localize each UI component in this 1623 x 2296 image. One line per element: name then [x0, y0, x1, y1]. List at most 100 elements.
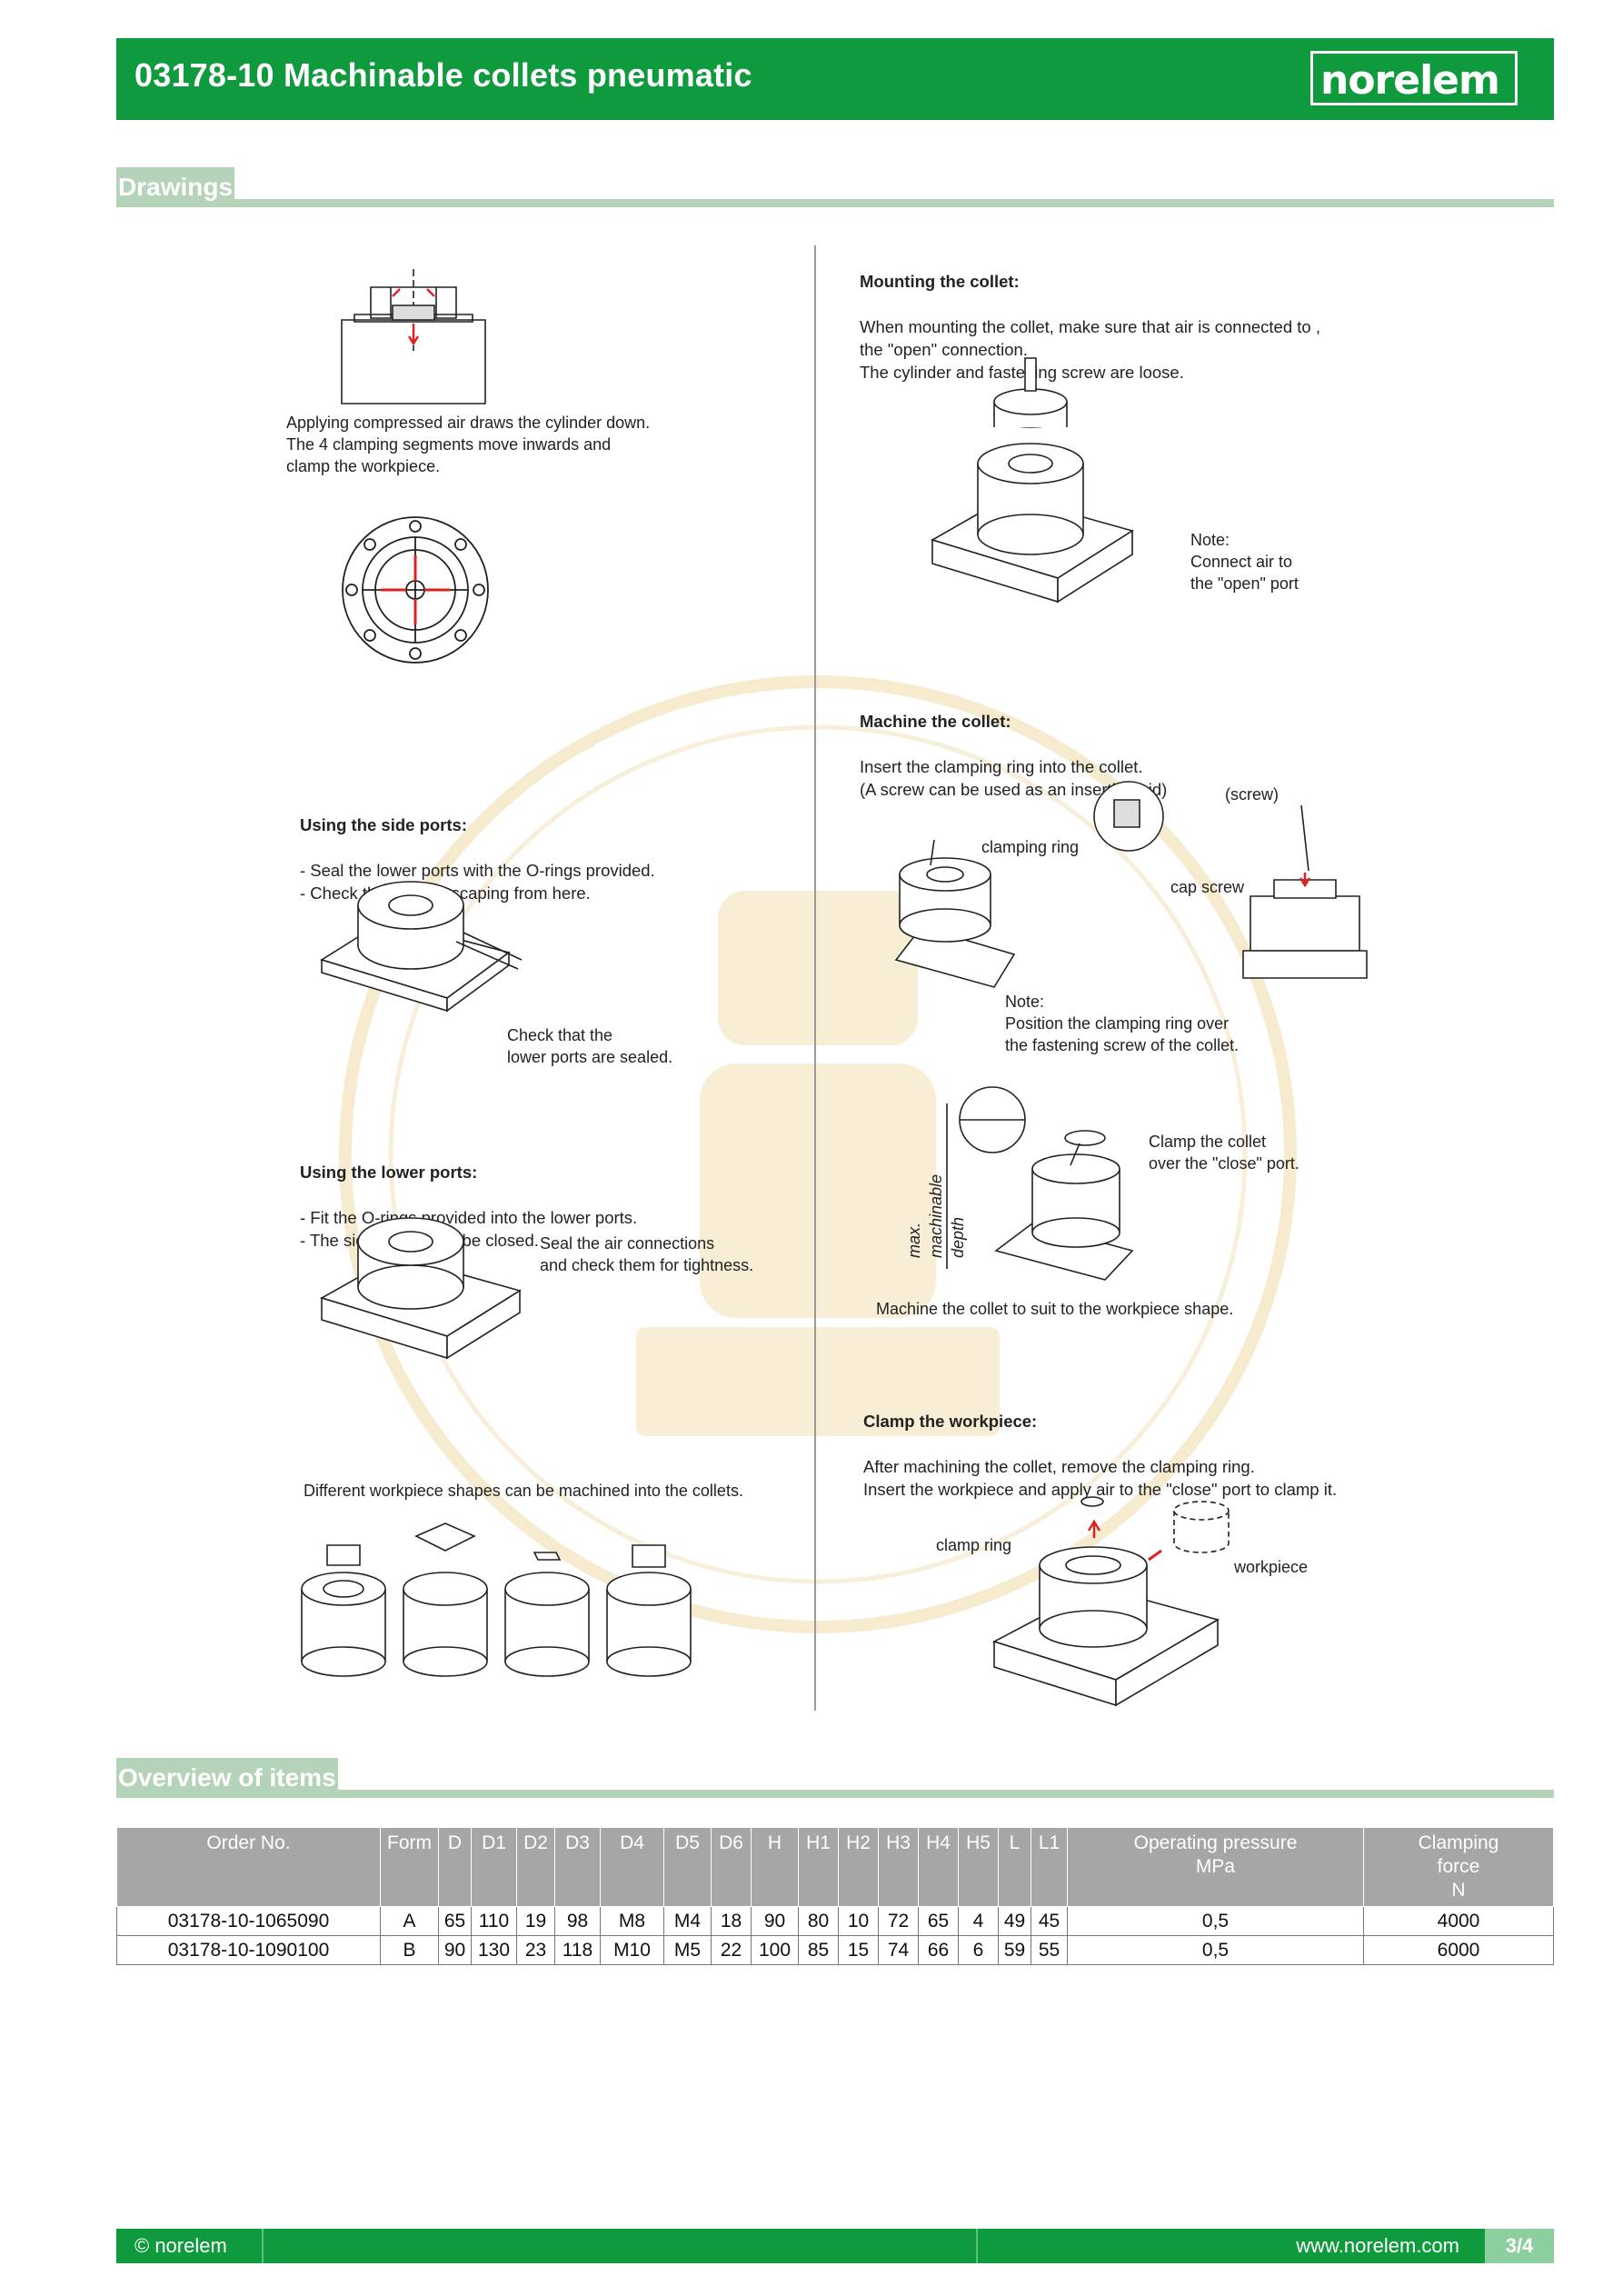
workpiece-shapes-drawing — [300, 1518, 692, 1682]
clamp-workpiece-drawing — [992, 1487, 1229, 1705]
page-number: 3/4 — [1485, 2229, 1554, 2263]
machine-suit-note: Machine the collet to suit to the workpi… — [876, 1300, 1234, 1318]
cell-operating-pressure: 0,5 — [1067, 1935, 1364, 1965]
website-link[interactable]: www.norelem.com — [1296, 2234, 1459, 2257]
cell-d6: 22 — [711, 1935, 752, 1965]
seal-connections-note: Seal the air connections and check them … — [540, 1234, 754, 1274]
page-title: 03178-10 Machinable collets pneumatic — [134, 56, 752, 94]
page-footer: © norelem www.norelem.com 3/4 — [116, 2229, 1554, 2263]
col-clamping-force: Clamping force N — [1363, 1827, 1554, 1907]
col-h2: H2 — [838, 1827, 879, 1907]
col-h4: H4 — [918, 1827, 959, 1907]
cell-d1: 130 — [471, 1935, 517, 1965]
col-l1: L1 — [1031, 1827, 1068, 1907]
cell-h5: 4 — [958, 1906, 999, 1936]
cell-h: 90 — [751, 1906, 799, 1936]
cell-d3: 118 — [554, 1935, 601, 1965]
mounting-collet-drawing — [931, 356, 1140, 602]
machinable-depth-drawing — [927, 1087, 1200, 1291]
clamping-ring-label: clamping ring — [981, 838, 1080, 856]
logo-text: norelem — [1320, 57, 1500, 104]
mounting-note: Mounting the collet: When mounting the c… — [860, 247, 1320, 384]
col-d3: D3 — [554, 1827, 601, 1907]
cap-screw-label: cap screw — [1170, 878, 1245, 896]
col-d4: D4 — [600, 1827, 664, 1907]
table-row: 03178-10-1090100 B 90 130 23 118 M10 M5 … — [116, 1935, 1554, 1965]
machine-collet-note: Machine the collet: Insert the clamping … — [860, 687, 1167, 801]
cell-d4: M10 — [600, 1935, 664, 1965]
cell-order-no: 03178-10-1065090 — [116, 1906, 381, 1936]
overview-section-header: Overview of items — [116, 1754, 1554, 1798]
cell-d5: M4 — [663, 1906, 712, 1936]
screw-label: (screw) — [1225, 785, 1279, 804]
cell-clamping-force: 4000 — [1363, 1906, 1554, 1936]
cell-l: 59 — [998, 1935, 1031, 1965]
cell-h5: 6 — [958, 1935, 999, 1965]
cell-operating-pressure: 0,5 — [1067, 1906, 1364, 1936]
cell-h1: 85 — [798, 1935, 839, 1965]
note-position-ring: Note: Position the clamping ring over th… — [1005, 993, 1240, 1054]
cell-l1: 45 — [1031, 1906, 1068, 1936]
clamp-workpiece-title: Clamp the workpiece: — [863, 1412, 1038, 1431]
cell-d6: 18 — [711, 1906, 752, 1936]
col-d6: D6 — [711, 1827, 752, 1907]
cell-h3: 74 — [878, 1935, 919, 1965]
page-header: 03178-10 Machinable collets pneumatic no… — [116, 38, 1554, 120]
cell-h1: 80 — [798, 1906, 839, 1936]
cell-form: A — [380, 1906, 439, 1936]
machine-collet-drawing — [894, 782, 1385, 1009]
col-order-no: Order No. — [116, 1827, 381, 1907]
cell-h4: 66 — [918, 1935, 959, 1965]
collet-cross-section-drawing — [336, 269, 491, 405]
cell-h2: 15 — [838, 1935, 879, 1965]
cell-d2: 23 — [516, 1935, 555, 1965]
copyright-text: © norelem — [134, 2234, 227, 2257]
clamp-close-note: Clamp the collet over the "close" port. — [1149, 1133, 1299, 1173]
col-d: D — [438, 1827, 472, 1907]
cell-h3: 72 — [878, 1906, 919, 1936]
lower-ports-drawing — [320, 1214, 525, 1362]
clamp-workpiece-note: Clamp the workpiece: After machining the… — [863, 1387, 1337, 1501]
cell-d: 90 — [438, 1935, 472, 1965]
mounting-body: When mounting the collet, make sure that… — [860, 317, 1320, 382]
compressed-air-note: Applying compressed air draws the cylind… — [286, 414, 651, 475]
lower-ports-note: Using the lower ports: - Fit the O-rings… — [300, 1138, 637, 1252]
machine-collet-title: Machine the collet: — [860, 712, 1011, 731]
column-divider — [814, 245, 816, 1711]
cell-d4: M8 — [600, 1906, 664, 1936]
different-shapes-note: Different workpiece shapes can be machin… — [304, 1482, 743, 1500]
col-d1: D1 — [471, 1827, 517, 1907]
col-h: H — [751, 1827, 799, 1907]
mounting-title: Mounting the collet: — [860, 272, 1020, 291]
cell-d2: 19 — [516, 1906, 555, 1936]
cell-d: 65 — [438, 1906, 472, 1936]
collet-top-view-drawing — [340, 514, 491, 665]
drawings-heading: Drawings — [116, 167, 235, 207]
col-h3: H3 — [878, 1827, 919, 1907]
cell-l1: 55 — [1031, 1935, 1068, 1965]
cell-h: 100 — [751, 1935, 799, 1965]
norelem-logo[interactable]: norelem — [1310, 51, 1518, 105]
workpiece-label: workpiece — [1234, 1558, 1309, 1576]
side-ports-drawing — [320, 878, 529, 1023]
lower-ports-title: Using the lower ports: — [300, 1163, 478, 1182]
note-open-port: Note: Connect air to the "open" port — [1190, 531, 1299, 593]
cell-d3: 98 — [554, 1906, 601, 1936]
drawings-section-header: Drawings — [116, 164, 1554, 207]
col-l: L — [998, 1827, 1031, 1907]
col-d2: D2 — [516, 1827, 555, 1907]
cell-d1: 110 — [471, 1906, 517, 1936]
check-sealed-note: Check that the lower ports are sealed. — [507, 1026, 673, 1066]
cell-order-no: 03178-10-1090100 — [116, 1935, 381, 1965]
max-depth-label: max. machinable depth — [905, 1173, 967, 1258]
overview-heading: Overview of items — [116, 1758, 338, 1798]
cell-h2: 10 — [838, 1906, 879, 1936]
cell-clamping-force: 6000 — [1363, 1935, 1554, 1965]
col-form: Form — [380, 1827, 439, 1907]
items-table: Order No. Form D D1 D2 D3 D4 D5 D6 H H1 … — [116, 1827, 1554, 1965]
col-operating-pressure: Operating pressure MPa — [1067, 1827, 1364, 1907]
clamp-ring-label: clamp ring — [936, 1536, 1012, 1554]
clamp-workpiece-body: After machining the collet, remove the c… — [863, 1457, 1338, 1499]
col-h5: H5 — [958, 1827, 999, 1907]
col-h1: H1 — [798, 1827, 839, 1907]
